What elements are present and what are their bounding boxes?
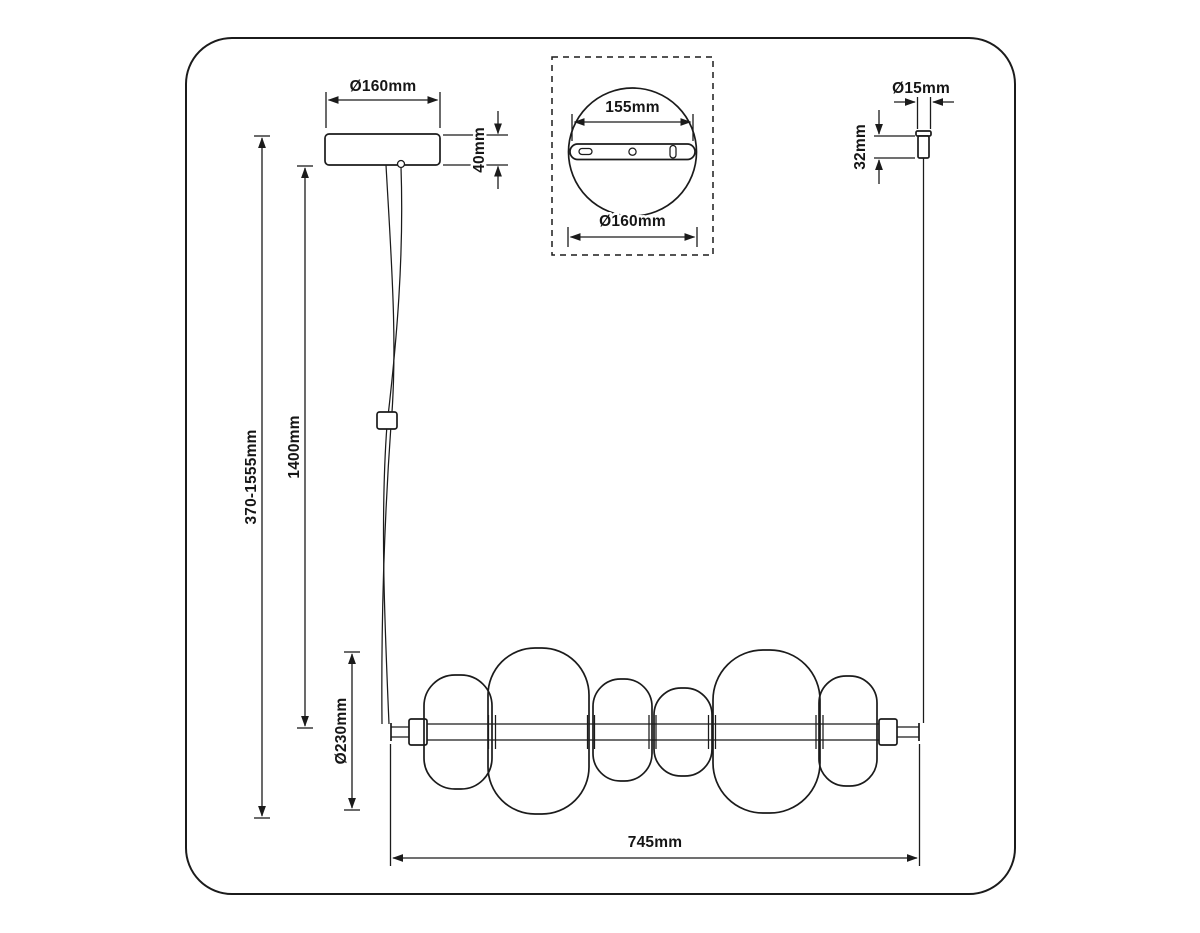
dim-label-canopy-diameter-top: Ø160mm [599,213,666,230]
canopy-side-view [324,133,441,166]
dim-label-fixture-length: 745mm [628,834,682,851]
dim-label-canopy-diameter-side: Ø160mm [350,78,417,95]
dim-canopy-height: 40mm [443,111,508,189]
suspension-cables [376,158,925,725]
cable-entry-dot [396,159,406,169]
dim-cord-grip-diameter: Ø15mm [890,78,954,129]
canopy-body [324,133,441,166]
dim-canopy-diameter-side: Ø160mm [325,76,441,128]
bracket-slot-right [669,144,677,159]
glass-shades [423,647,878,815]
canopy-top-view: 155mm Ø160mm [551,56,714,256]
shade-4 [653,687,713,777]
detail-box [551,56,714,256]
bracket-slot-left [578,147,593,156]
shade-6 [818,675,878,787]
bar-left-cap [408,718,428,746]
dim-label-shade-height: Ø230mm [333,698,350,765]
cord-grip-body [917,135,930,159]
dim-label-cord-grip-diameter: Ø15mm [892,80,950,97]
drawing-border [185,37,1016,895]
shade-1 [423,674,493,790]
shade-2 [487,647,590,815]
shade-3 [592,678,653,782]
cable-left-strand-2 [382,166,403,725]
bar-right-cap [878,718,898,746]
fixture-bar [390,715,920,749]
dim-label-canopy-height: 40mm [471,127,488,173]
dim-cord-grip-height: 32mm [850,110,915,184]
cable-gripper [376,411,398,430]
dim-fixture-length: 745mm [389,744,921,866]
dim-shade-height: Ø230mm [331,651,360,811]
dim-label-mount-hole-spacing: 155mm [605,99,659,116]
cord-grip-side-view: Ø15mm 32mm [850,78,954,184]
dim-label-cord-grip-height: 32mm [852,124,869,170]
shade-5 [712,649,821,814]
dim-label-suspension-length: 1400mm [286,415,303,478]
mounting-bracket [569,143,696,161]
bracket-center-hole [628,147,637,156]
dim-suspension-length: 1400mm [284,165,313,729]
dim-mount-hole-spacing: 155mm [571,97,694,141]
dim-canopy-diameter-top: Ø160mm [567,211,698,247]
dim-label-overall-height: 370-1555mm [243,429,260,524]
cable-left-strand-1 [381,164,395,725]
shade-connector-rings [487,715,824,749]
dim-overall-height: 370-1555mm [241,135,270,819]
